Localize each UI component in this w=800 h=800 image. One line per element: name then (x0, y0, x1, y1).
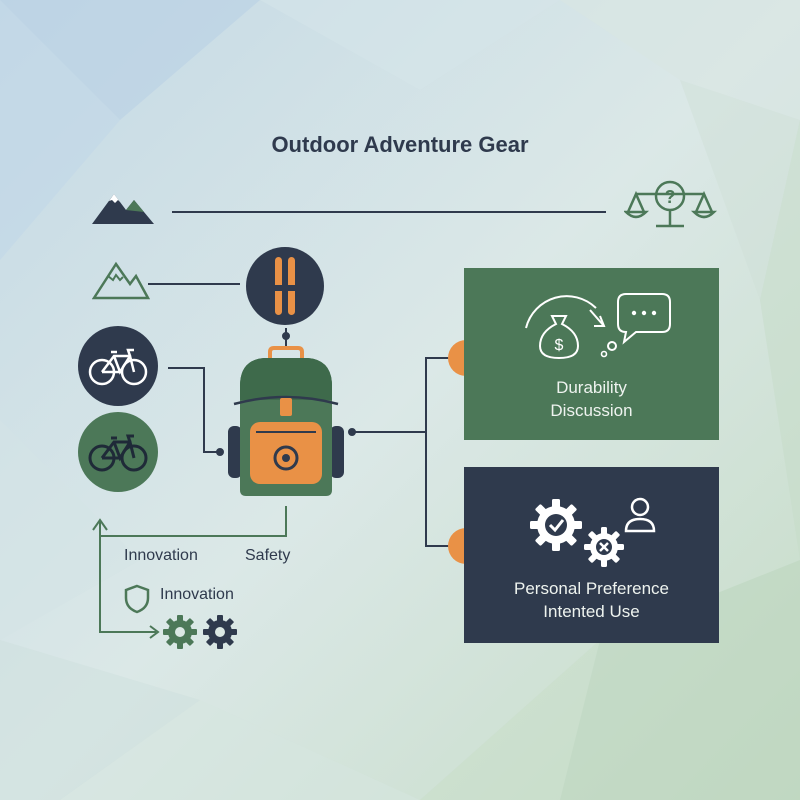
preference-line1: Personal Preference (514, 579, 669, 598)
durability-card: $ Durability Discussion (464, 268, 719, 440)
speech-bubble-icon (600, 293, 671, 358)
gear-x-icon (584, 527, 624, 567)
gear-check-icon (530, 499, 582, 551)
mountain-icon (92, 194, 154, 224)
scale-question-icon: ? (624, 180, 718, 228)
skis-icon (273, 257, 297, 315)
mountain-outline-icon (92, 261, 150, 300)
bike-badge-green (78, 412, 158, 492)
safety-label: Safety (245, 547, 291, 564)
bike-backpack-connector (168, 367, 220, 453)
innovation-arrow-line (99, 522, 156, 633)
bicycle-icon (88, 434, 148, 472)
bicycle-icon (88, 348, 148, 386)
preference-card: Personal Preference Intented Use (464, 467, 719, 643)
bike-badge-dark (78, 326, 158, 406)
svg-text:$: $ (555, 337, 564, 354)
gears-person-graphic (530, 497, 656, 567)
innovation-label: Innovation (124, 547, 198, 564)
innovation-shield-label: Innovation (160, 586, 234, 603)
durability-line2: Discussion (550, 401, 633, 420)
preference-line2: Intented Use (543, 602, 640, 621)
safety-connector (100, 506, 287, 537)
durability-line1: Durability (556, 378, 627, 397)
backpack-icon (228, 346, 344, 496)
person-icon (624, 497, 656, 533)
page-title: Outdoor Adventure Gear (271, 132, 529, 157)
skis-badge (246, 247, 324, 325)
money-bag-icon: $ (538, 315, 580, 360)
up-arrowhead (92, 518, 108, 531)
money-discussion-graphic: $ (525, 293, 671, 360)
gears-icon (163, 615, 237, 649)
cards-bracket (425, 357, 452, 547)
svg-text:?: ? (665, 187, 676, 207)
right-arrowhead (149, 625, 160, 639)
shield-icon (124, 584, 150, 614)
